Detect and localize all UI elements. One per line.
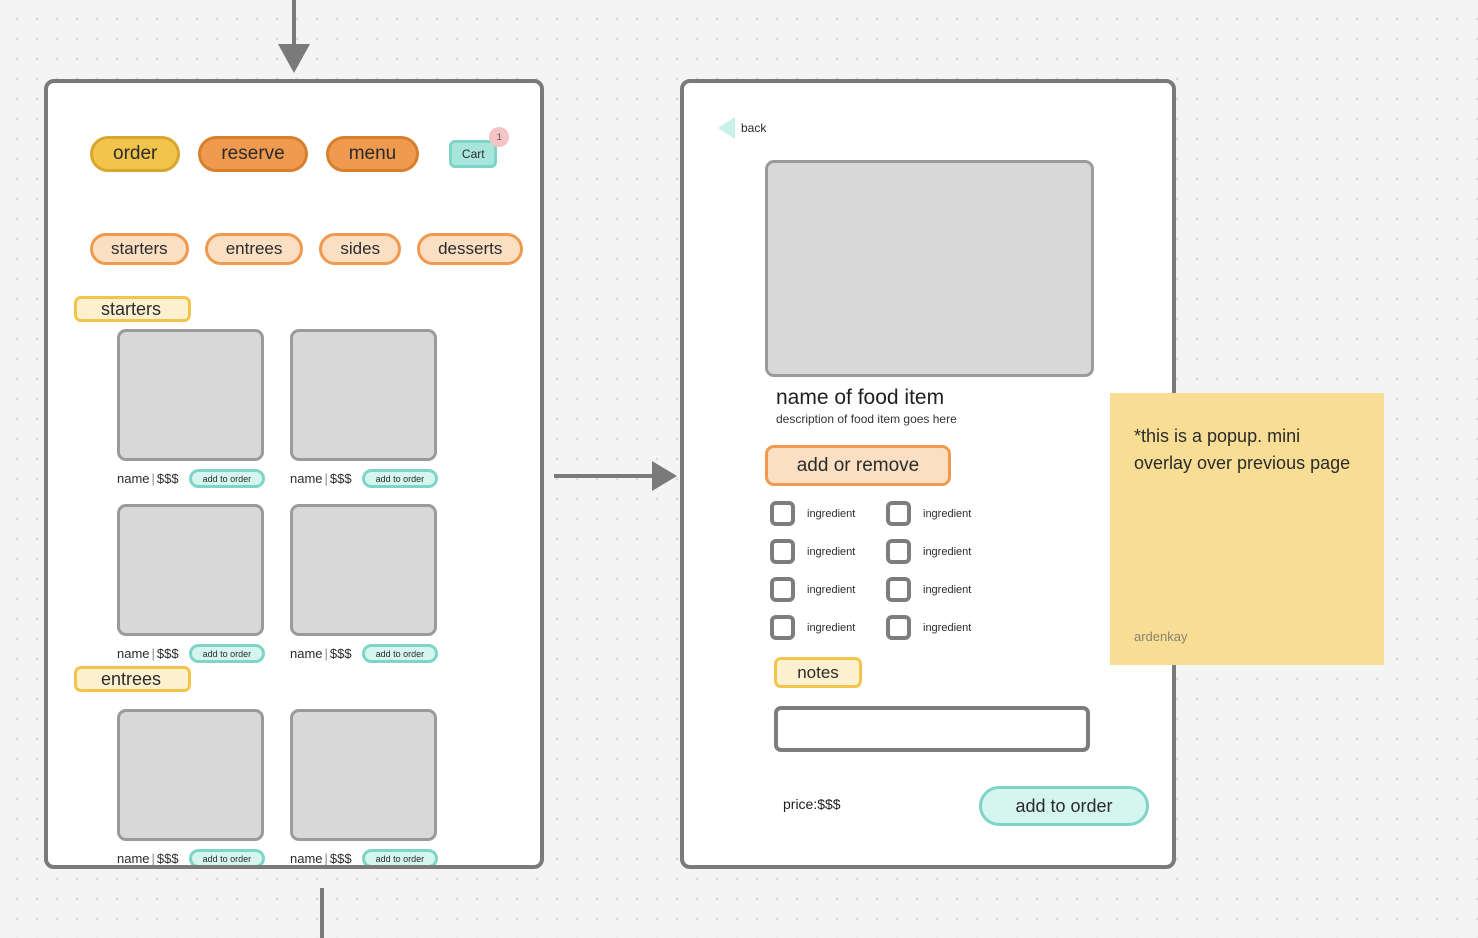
arrow-middle-head-icon — [652, 461, 677, 491]
food-card[interactable]: name|$$$ add to order — [290, 709, 439, 866]
ingredient-checkbox[interactable] — [886, 615, 911, 640]
ingredient-row[interactable]: ingredient — [886, 615, 1002, 640]
ingredient-label: ingredient — [807, 583, 856, 596]
category-pill-entrees[interactable]: entrees — [204, 233, 304, 265]
ingredient-checkbox[interactable] — [770, 539, 795, 564]
food-name-price: name|$$$ — [117, 646, 179, 661]
category-pill-desserts[interactable]: desserts — [417, 233, 524, 265]
back-button[interactable]: back — [718, 117, 766, 139]
menu-screen-frame: order reserve menu Cart 1 starters entre… — [44, 79, 544, 869]
add-to-order-button[interactable]: add to order — [361, 644, 439, 663]
ingredient-label: ingredient — [807, 621, 856, 634]
arrow-middle-line — [554, 474, 660, 478]
ingredient-row[interactable]: ingredient — [770, 539, 886, 564]
add-to-order-button[interactable]: add to order — [188, 644, 266, 663]
food-card-meta: name|$$$ add to order — [290, 849, 439, 866]
ingredient-label: ingredient — [923, 583, 972, 596]
ingredient-row[interactable]: ingredient — [886, 577, 1002, 602]
ingredient-label: ingredient — [923, 545, 972, 558]
food-name-price: name|$$$ — [290, 646, 352, 661]
ingredient-label: ingredient — [807, 545, 856, 558]
item-hero-image-placeholder — [765, 160, 1094, 377]
nav-order-button[interactable]: order — [90, 136, 181, 172]
food-card[interactable]: name|$$$ add to order — [117, 329, 266, 488]
back-label: back — [741, 121, 767, 135]
food-card-meta: name|$$$ add to order — [117, 644, 266, 663]
food-name-price: name|$$$ — [290, 471, 352, 486]
ingredient-checkbox[interactable] — [886, 501, 911, 526]
food-card-meta: name|$$$ add to order — [117, 849, 266, 866]
food-image-placeholder — [117, 709, 264, 841]
ingredient-label: ingredient — [923, 621, 972, 634]
nav-reserve-button[interactable]: reserve — [198, 136, 308, 172]
ingredient-row[interactable]: ingredient — [886, 501, 1002, 526]
add-to-order-button[interactable]: add to order — [188, 469, 266, 488]
ingredient-checkbox[interactable] — [886, 577, 911, 602]
notes-label-tag: notes — [774, 657, 862, 688]
section-heading-starters: starters — [74, 296, 191, 322]
food-card-meta: name|$$$ add to order — [290, 644, 439, 663]
food-card-meta: name|$$$ add to order — [117, 469, 266, 488]
ingredient-row[interactable]: ingredient — [770, 501, 886, 526]
cart-widget: Cart 1 — [449, 127, 510, 168]
food-name-price: name|$$$ — [290, 851, 352, 866]
ingredient-label: ingredient — [807, 507, 856, 520]
food-card[interactable]: name|$$$ add to order — [290, 329, 439, 488]
add-to-order-button[interactable]: add to order — [361, 849, 439, 865]
category-pill-starters[interactable]: starters — [90, 233, 189, 265]
arrow-top-head-icon — [278, 44, 310, 73]
ingredient-checkbox[interactable] — [770, 577, 795, 602]
food-image-placeholder — [290, 329, 437, 461]
food-card[interactable]: name|$$$ add to order — [117, 709, 266, 866]
food-name-price: name|$$$ — [117, 471, 179, 486]
connector-line-bottom — [320, 888, 324, 938]
ingredient-checkbox[interactable] — [770, 615, 795, 640]
food-card-meta: name|$$$ add to order — [290, 469, 439, 488]
add-or-remove-button[interactable]: add or remove — [765, 445, 951, 486]
price-label: price:$$$ — [783, 796, 841, 812]
top-navigation: order reserve menu Cart 1 — [90, 127, 510, 172]
ingredient-row[interactable]: ingredient — [770, 577, 886, 602]
food-image-placeholder — [290, 504, 437, 636]
item-title: name of food item — [776, 386, 945, 409]
cart-button[interactable]: Cart — [449, 140, 498, 168]
notes-input[interactable] — [774, 706, 1090, 752]
card-row-entrees-1: name|$$$ add to order name|$$$ add to or… — [117, 709, 439, 866]
ingredient-checkbox[interactable] — [770, 501, 795, 526]
food-name-price: name|$$$ — [117, 851, 179, 866]
ingredient-row[interactable]: ingredient — [886, 539, 1002, 564]
item-detail-screen-frame: back name of food item description of fo… — [680, 79, 1176, 869]
category-filter-row: starters entrees sides desserts — [90, 233, 524, 265]
section-heading-entrees: entrees — [74, 666, 191, 692]
cart-count-badge: 1 — [489, 127, 510, 147]
card-row-starters-2: name|$$$ add to order name|$$$ add to or… — [117, 504, 439, 663]
add-to-order-primary-button[interactable]: add to order — [979, 786, 1149, 826]
add-to-order-button[interactable]: add to order — [188, 849, 266, 865]
ingredient-label: ingredient — [923, 507, 972, 520]
item-description: description of food item goes here — [776, 412, 957, 426]
food-image-placeholder — [117, 329, 264, 461]
ingredient-checkbox-grid: ingredient ingredient ingredient ingredi… — [770, 501, 1002, 640]
sticky-note-text: *this is a popup. mini overlay over prev… — [1134, 426, 1351, 473]
ingredient-row[interactable]: ingredient — [770, 615, 886, 640]
food-image-placeholder — [290, 709, 437, 841]
card-row-starters-1: name|$$$ add to order name|$$$ add to or… — [117, 329, 439, 488]
nav-menu-button[interactable]: menu — [325, 136, 420, 172]
ingredient-checkbox[interactable] — [886, 539, 911, 564]
add-to-order-button[interactable]: add to order — [361, 469, 439, 488]
sticky-note-author: ardenkay — [1134, 629, 1188, 644]
sticky-note[interactable]: *this is a popup. mini overlay over prev… — [1110, 393, 1384, 665]
category-pill-sides[interactable]: sides — [319, 233, 402, 265]
back-triangle-icon — [718, 117, 735, 139]
arrow-top-line — [292, 0, 296, 50]
food-card[interactable]: name|$$$ add to order — [117, 504, 266, 663]
food-card[interactable]: name|$$$ add to order — [290, 504, 439, 663]
food-image-placeholder — [117, 504, 264, 636]
